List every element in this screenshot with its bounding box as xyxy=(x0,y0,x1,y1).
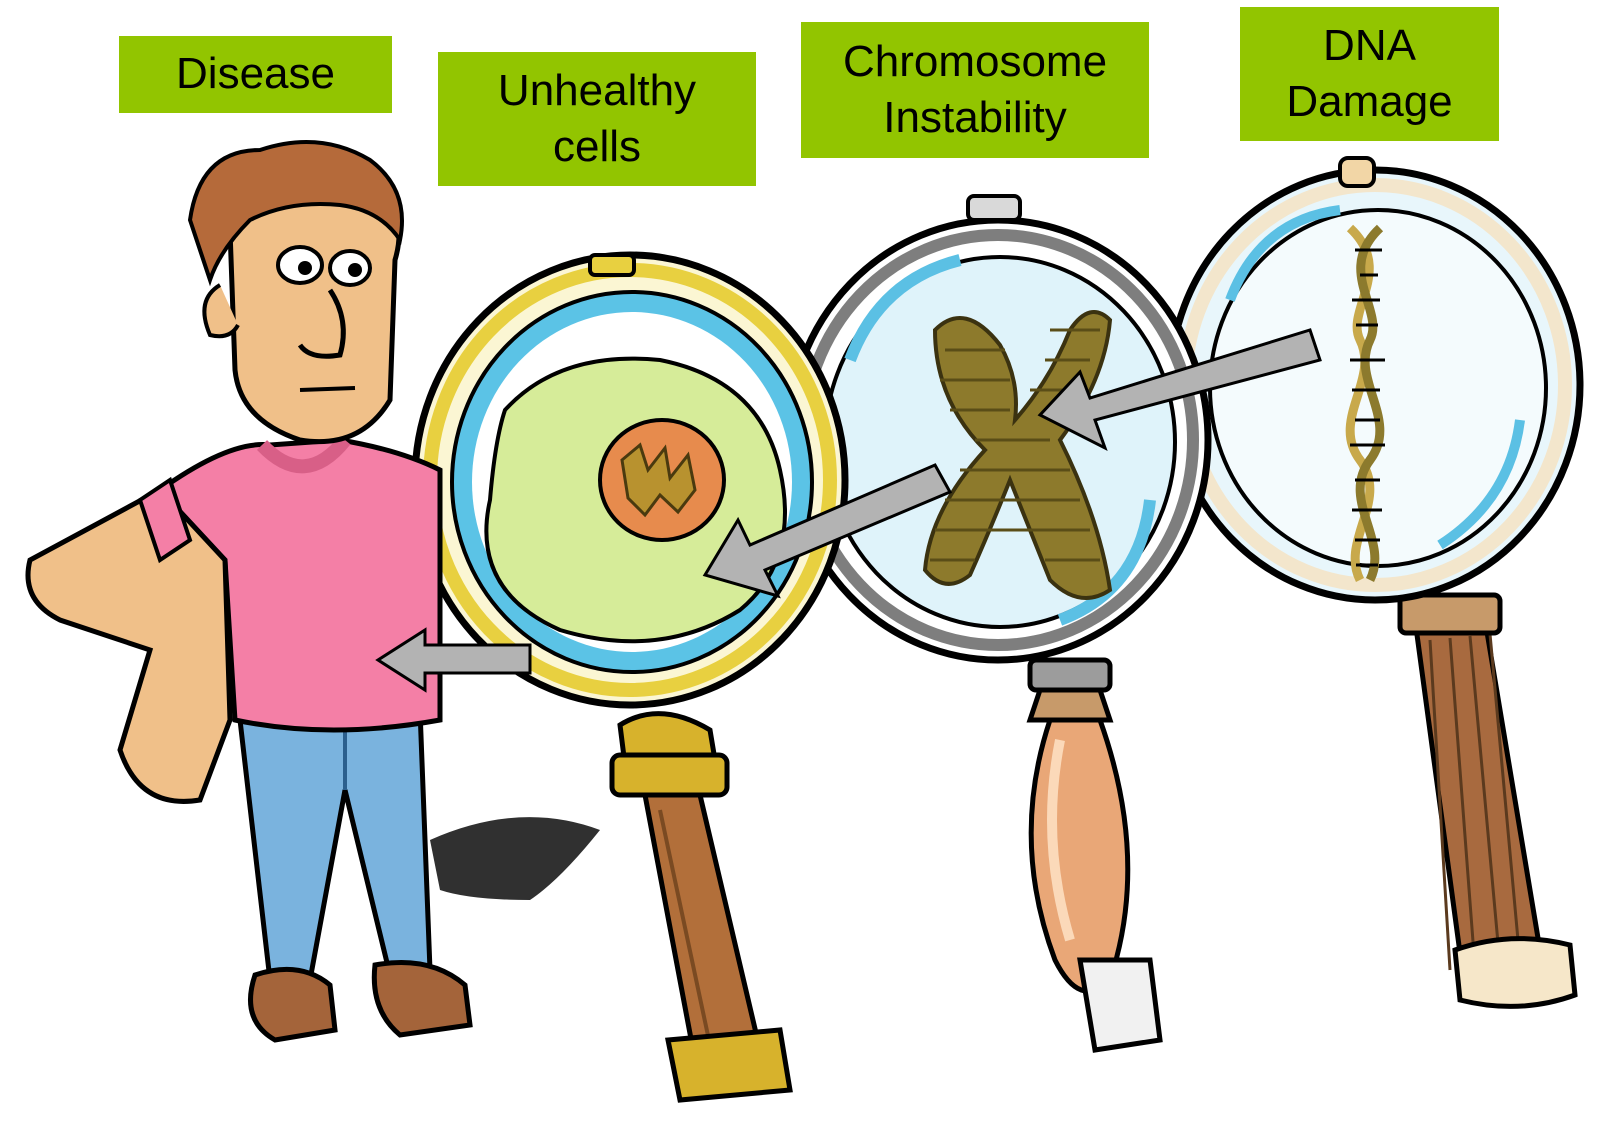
cell-magnifier-handle xyxy=(612,714,790,1100)
person-legs xyxy=(240,710,470,1040)
label-dna-damage: DNA Damage xyxy=(1240,7,1499,141)
chromosome-magnifier xyxy=(788,196,1208,1050)
dna-magnifier xyxy=(1170,158,1580,1006)
person-shadow xyxy=(430,817,600,900)
cell-body xyxy=(486,359,785,642)
cell-magnifier xyxy=(415,255,845,1100)
chromosome-magnifier-handle xyxy=(1030,660,1160,1050)
label-unhealthy-cells: Unhealthy cells xyxy=(438,52,756,186)
dna-magnifier-handle xyxy=(1400,595,1575,1006)
label-chromosome-instability: Chromosome Instability xyxy=(801,22,1149,158)
label-disease: Disease xyxy=(119,36,392,113)
person-head xyxy=(190,142,402,442)
